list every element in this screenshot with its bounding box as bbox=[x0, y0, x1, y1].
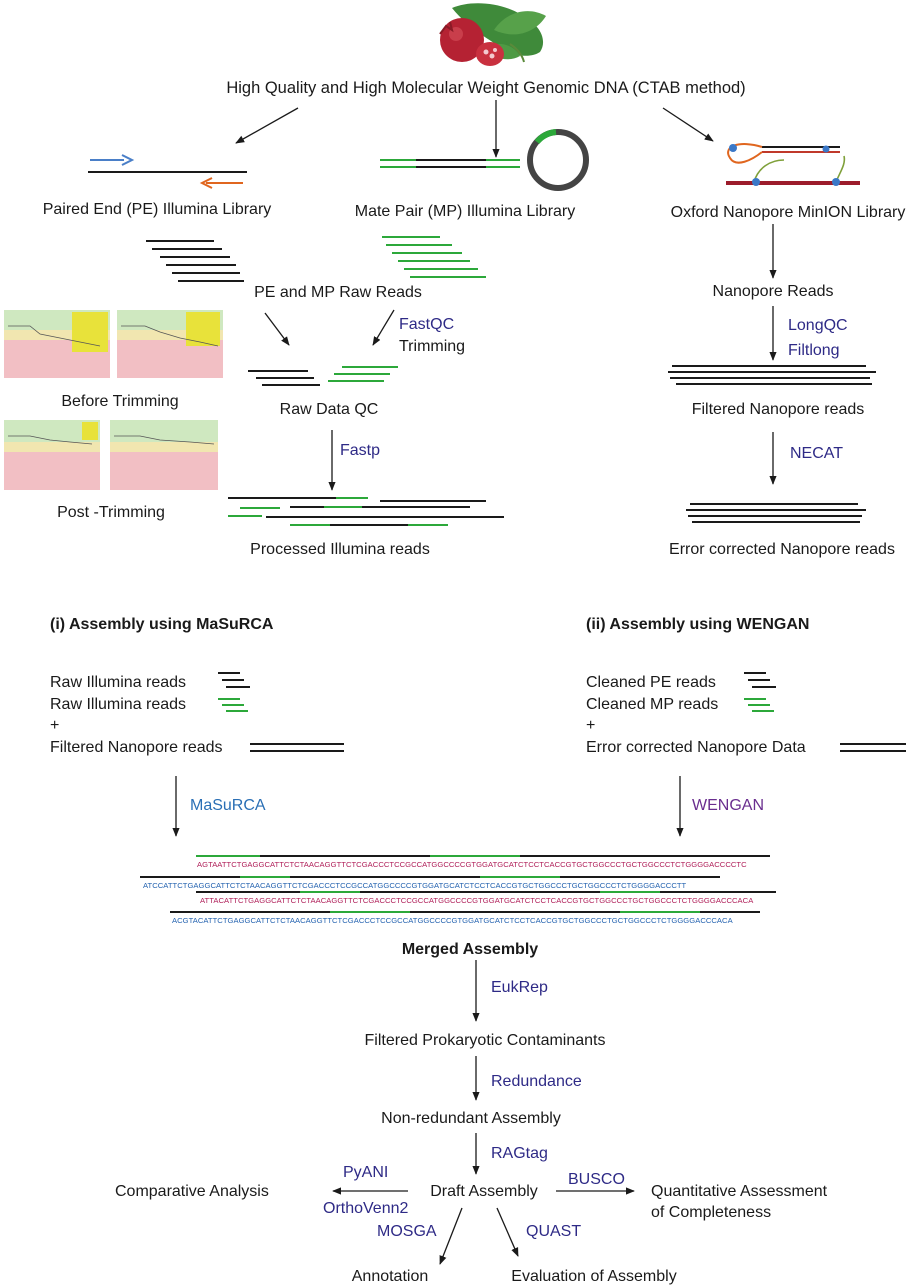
error-corrected-nanopore-reads-label: Error corrected Nanopore reads bbox=[669, 541, 895, 558]
sequence-3: ATTACATTCTGAGGCATTCTCTAACAGGTTCTCGACCCTC… bbox=[200, 896, 754, 905]
post-trimming-label: Post -Trimming bbox=[57, 504, 165, 521]
filtered-nanopore-reads-left: Filtered Nanopore reads bbox=[50, 739, 223, 756]
wengan-input-icons bbox=[744, 672, 906, 752]
cleaned-pe-reads: Cleaned PE reads bbox=[586, 674, 716, 691]
annotation-label: Annotation bbox=[351, 1268, 429, 1285]
pe-library-icon bbox=[88, 154, 247, 189]
raw-data-qc-label: Raw Data QC bbox=[279, 401, 379, 418]
arrow-to-pe bbox=[235, 107, 299, 144]
tool-necat: NECAT bbox=[790, 445, 844, 462]
sequence-2: ATCCATTCTGAGGCATTCTCTAACAGGTTCTCGACCCTCC… bbox=[143, 881, 687, 890]
pomegranate-icon bbox=[439, 3, 546, 66]
processed-illumina-reads bbox=[228, 497, 504, 526]
pe-raw-reads-stack bbox=[146, 240, 244, 282]
comparative-analysis-label: Comparative Analysis bbox=[115, 1183, 269, 1200]
merged-assembly-bars bbox=[140, 855, 776, 913]
tool-filtlong: Filtlong bbox=[788, 342, 840, 359]
tool-orthovenn2: OrthoVenn2 bbox=[323, 1200, 409, 1217]
tool-pyani: PyANI bbox=[343, 1164, 389, 1181]
quantitative-assessment-line2: of Completeness bbox=[651, 1204, 772, 1221]
tool-ragtag: RAGtag bbox=[491, 1145, 548, 1162]
tool-fastp: Fastp bbox=[340, 442, 381, 459]
tool-masurca: MaSuRCA bbox=[190, 797, 266, 814]
filtered-nanopore-reads-label: Filtered Nanopore reads bbox=[691, 401, 865, 418]
tool-quast: QUAST bbox=[526, 1223, 582, 1240]
filtered-prokaryotic-contaminants-label: Filtered Prokaryotic Contaminants bbox=[364, 1032, 606, 1049]
tool-busco: BUSCO bbox=[568, 1171, 625, 1188]
circular-plasmid-icon bbox=[527, 129, 589, 191]
trimming-label: Trimming bbox=[399, 338, 466, 355]
filtered-nanopore-reads-lines bbox=[668, 365, 876, 385]
tool-longqc: LongQC bbox=[788, 317, 848, 334]
error-corrected-nanopore-data: Error corrected Nanopore Data bbox=[586, 739, 806, 756]
arrow-to-ont bbox=[662, 107, 714, 142]
arrow-mp-to-qc bbox=[372, 309, 395, 346]
tool-eukrep: EukRep bbox=[491, 979, 548, 996]
tool-mosga: MOSGA bbox=[377, 1223, 437, 1240]
ont-library-label: Oxford Nanopore MinION Library bbox=[670, 204, 906, 221]
nanopore-adapter-icon bbox=[726, 143, 860, 186]
mp-library-label: Mate Pair (MP) Illumina Library bbox=[354, 203, 576, 220]
pe-mp-raw-reads-label: PE and MP Raw Reads bbox=[254, 284, 422, 301]
arrow-to-annotation bbox=[439, 1207, 463, 1265]
quantitative-assessment-line1: Quantitative Assessment bbox=[651, 1183, 828, 1200]
mp-raw-reads-stack bbox=[382, 236, 486, 278]
qc-plot-thumbnail bbox=[4, 310, 223, 490]
tool-fastqc: FastQC bbox=[399, 316, 455, 333]
mp-library-icon bbox=[380, 129, 589, 191]
raw-illumina-reads-2: Raw Illumina reads bbox=[50, 696, 187, 713]
evaluation-of-assembly-label: Evaluation of Assembly bbox=[511, 1268, 677, 1285]
arrow-pe-to-qc bbox=[264, 312, 290, 346]
masurca-input-icons bbox=[218, 672, 344, 752]
raw-data-qc-reads bbox=[248, 366, 398, 386]
assembly-ii-heading: (ii) Assembly using WENGAN bbox=[586, 616, 810, 633]
sequence-4: ACGTACATTCTGAGGCATTCTCTAACAGGTTCTCGACCCT… bbox=[172, 916, 733, 925]
plus-right: + bbox=[586, 717, 596, 734]
top-title: High Quality and High Molecular Weight G… bbox=[226, 79, 746, 97]
raw-illumina-reads-1: Raw Illumina reads bbox=[50, 674, 187, 691]
error-corrected-nanopore-lines bbox=[686, 503, 866, 523]
before-trimming-label: Before Trimming bbox=[61, 393, 179, 410]
draft-assembly-label: Draft Assembly bbox=[430, 1183, 538, 1200]
non-redundant-assembly-label: Non-redundant Assembly bbox=[381, 1110, 561, 1127]
tool-wengan: WENGAN bbox=[692, 797, 764, 814]
plus-left: + bbox=[50, 717, 60, 734]
arrow-to-evaluation bbox=[496, 1207, 519, 1257]
merged-assembly-label: Merged Assembly bbox=[401, 941, 539, 958]
cleaned-mp-reads: Cleaned MP reads bbox=[586, 696, 719, 713]
processed-illumina-reads-label: Processed Illumina reads bbox=[250, 541, 430, 558]
pe-library-label: Paired End (PE) Illumina Library bbox=[42, 201, 272, 218]
nanopore-reads-label: Nanopore Reads bbox=[712, 283, 834, 300]
tool-redundance: Redundance bbox=[491, 1073, 582, 1090]
sequence-1: AGTAATTCTGAGGCATTCTCTAACAGGTTCTCGACCCTCC… bbox=[197, 860, 747, 869]
assembly-i-heading: (i) Assembly using MaSuRCA bbox=[50, 616, 274, 633]
